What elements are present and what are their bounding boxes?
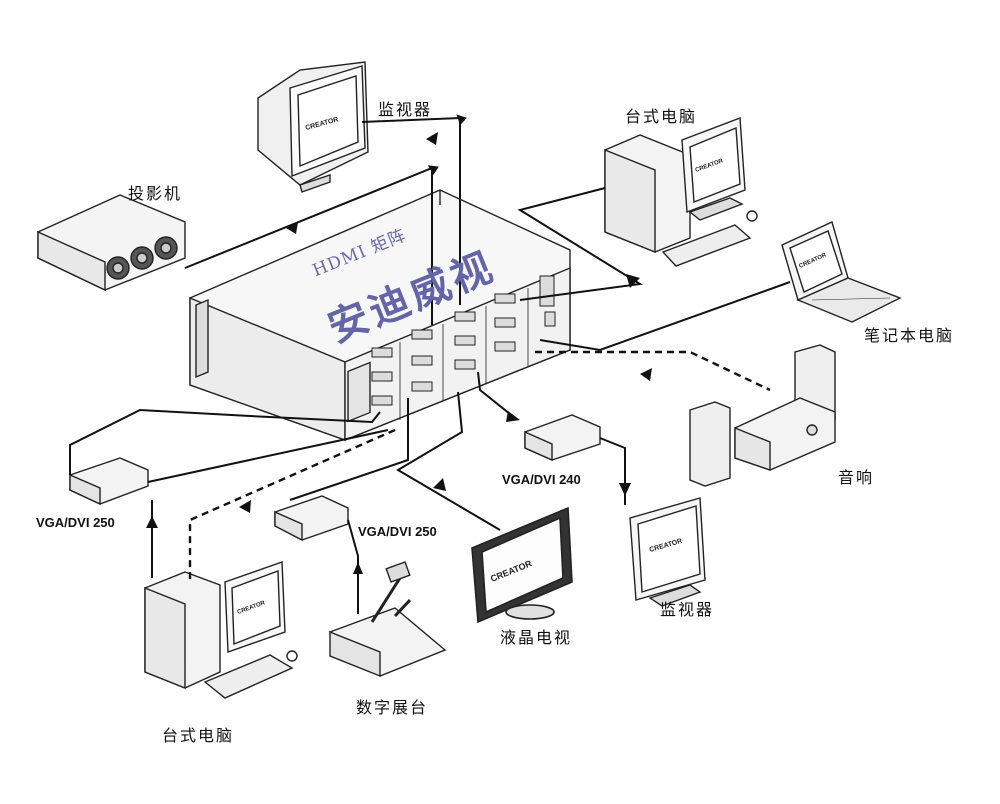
projector-device: [37, 194, 186, 292]
label-audio: 音响: [838, 468, 875, 487]
laptop-device: CREATOR: [781, 221, 902, 323]
label-projector: 投影机: [128, 184, 183, 203]
label-extender-left: VGA/DVI 250: [36, 515, 115, 530]
dashed-cables: [188, 350, 771, 580]
extender-middle-device: [274, 495, 349, 542]
label-monitor-top: 监视器: [378, 100, 433, 119]
label-extender-middle: VGA/DVI 250: [358, 524, 437, 539]
extender-right-device: [524, 414, 601, 462]
label-desktop-top: 台式电脑: [625, 107, 698, 126]
label-extender-right: VGA/DVI 240: [502, 472, 581, 487]
label-monitor-bottom: 监视器: [660, 600, 715, 619]
desktop-bottom-device: CREATOR: [144, 561, 298, 699]
audio-system-device: [689, 344, 836, 487]
label-desktop-bottom: 台式电脑: [162, 726, 235, 745]
desktop-top-device: CREATOR: [604, 117, 758, 267]
label-lcd-tv: 液晶电视: [500, 628, 573, 647]
monitor-top-device: CREATOR: [257, 61, 369, 193]
document-camera-device: [328, 561, 447, 678]
monitor-bottom-device: CREATOR: [629, 497, 706, 607]
label-document-camera: 数字展台: [356, 698, 429, 717]
label-laptop: 笔记本电脑: [864, 326, 955, 345]
lcd-tv-device: CREATOR: [471, 506, 573, 624]
hdmi-matrix-switcher: [189, 189, 571, 442]
extender-left-device: [69, 457, 149, 506]
arrow-heads: [146, 132, 652, 574]
cables: [69, 114, 791, 614]
